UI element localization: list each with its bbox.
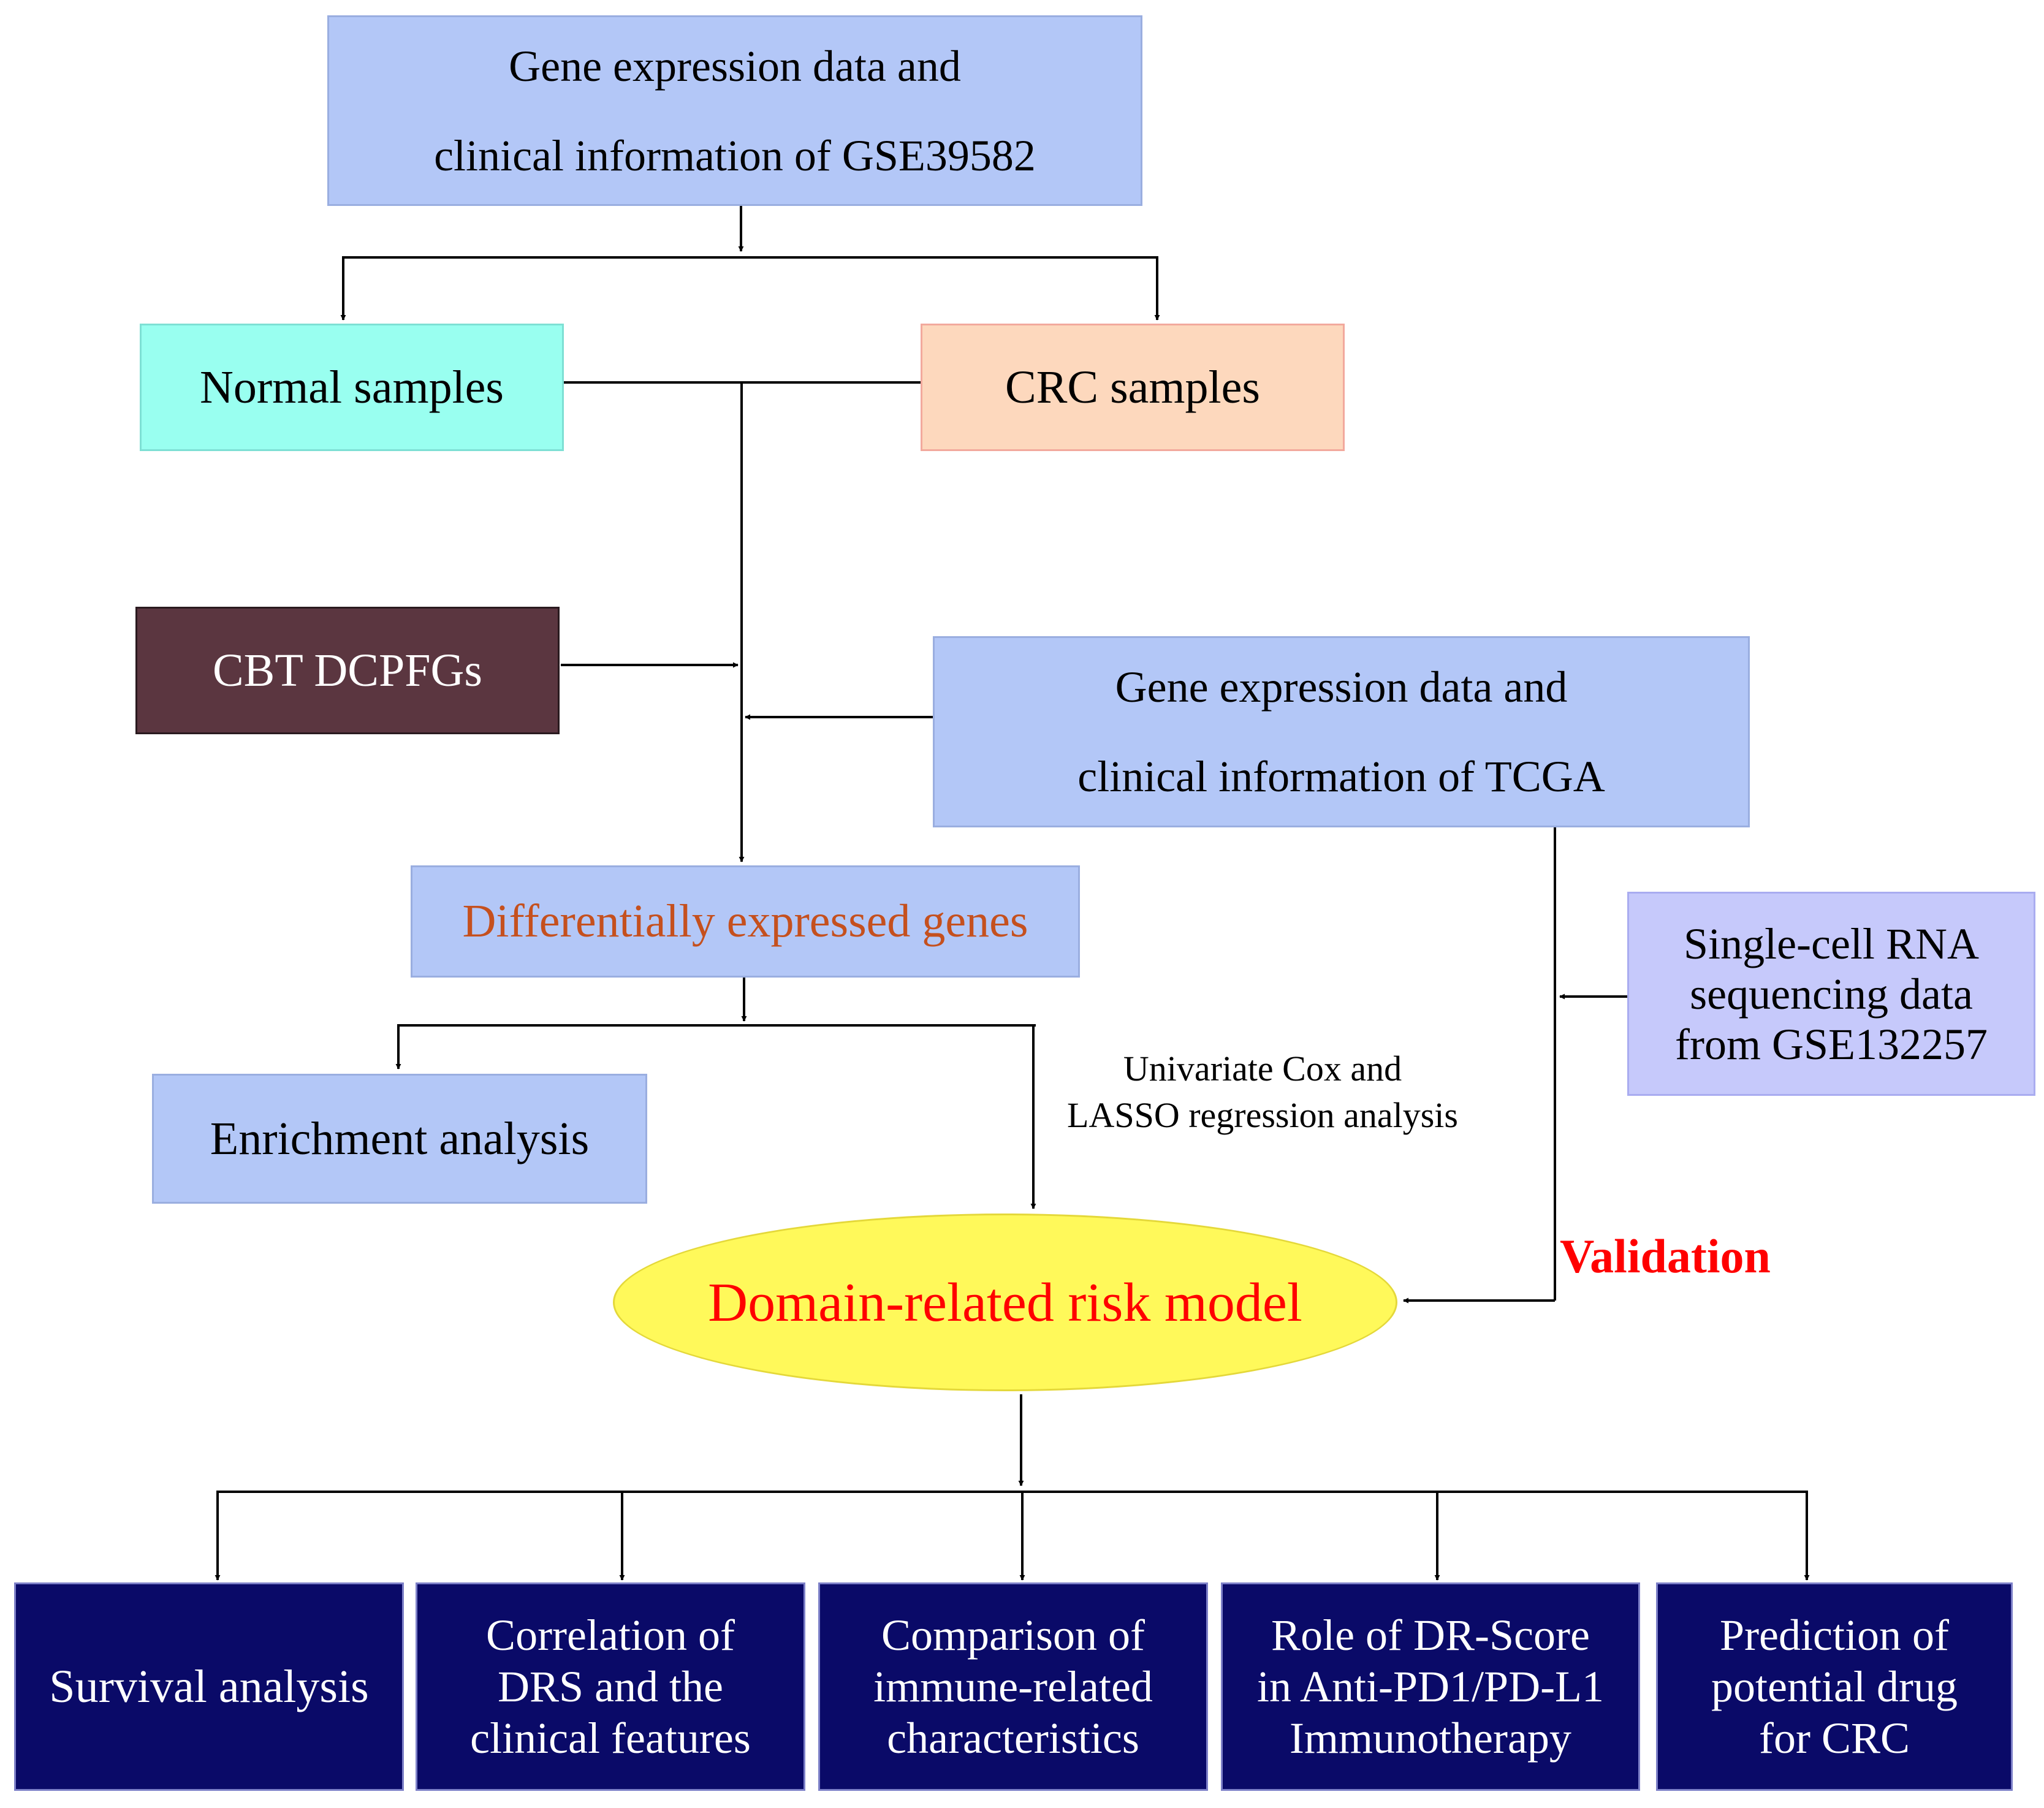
scrna-line-2: sequencing data xyxy=(1690,969,1973,1019)
enrichment-label: Enrichment analysis xyxy=(210,1112,590,1164)
output-2-line-3: clinical features xyxy=(470,1714,751,1763)
output-5-line-1: Prediction of xyxy=(1720,1611,1949,1660)
cox-lasso-line-2: LASSO regression analysis xyxy=(1067,1095,1458,1135)
gse39582-line-2: clinical information of GSE39582 xyxy=(434,131,1036,180)
output-2-line-1: Correlation of xyxy=(486,1611,735,1660)
output-drug-prediction: Prediction of potential drug for CRC xyxy=(1656,1582,2013,1791)
output-4-line-2: in Anti-PD1/PD-L1 xyxy=(1256,1662,1605,1711)
output-immune-comparison: Comparison of immune-related characteris… xyxy=(818,1582,1208,1791)
single-cell-rna-box: Single-cell RNA sequencing data from GSE… xyxy=(1627,892,2035,1096)
crc-samples-box: CRC samples xyxy=(921,324,1345,451)
gse39582-line-1: Gene expression data and xyxy=(509,41,961,91)
cox-lasso-line-1: Univariate Cox and xyxy=(1123,1049,1402,1088)
tcga-line-2: clinical information of TCGA xyxy=(1077,752,1605,801)
crc-samples-label: CRC samples xyxy=(1005,361,1260,413)
tcga-line-1: Gene expression data and xyxy=(1115,663,1568,712)
scrna-line-1: Single-cell RNA xyxy=(1684,919,1979,968)
cox-lasso-label: Univariate Cox and LASSO regression anal… xyxy=(1036,1046,1489,1139)
scrna-line-3: from GSE132257 xyxy=(1675,1019,1988,1069)
model-label: Domain-related risk model xyxy=(708,1272,1302,1333)
output-4-line-1: Role of DR-Score xyxy=(1271,1611,1590,1660)
output-3-line-2: immune-related xyxy=(873,1662,1153,1711)
differentially-expressed-genes-box: Differentially expressed genes xyxy=(411,865,1080,978)
cbt-dcpfgs-label: CBT DCPFGs xyxy=(212,644,482,696)
output-3-line-1: Comparison of xyxy=(881,1611,1145,1660)
normal-samples-label: Normal samples xyxy=(199,361,504,413)
output-correlation-drs: Correlation of DRS and the clinical feat… xyxy=(416,1582,805,1791)
output-dr-score-immunotherapy: Role of DR-Score in Anti-PD1/PD-L1 Immun… xyxy=(1221,1582,1640,1791)
tcga-data-box: Gene expression data and clinical inform… xyxy=(933,636,1750,827)
output-1-line-1: Survival analysis xyxy=(49,1661,369,1712)
output-5-line-2: potential drug xyxy=(1711,1662,1958,1711)
output-survival-analysis: Survival analysis xyxy=(14,1582,404,1791)
gse39582-data-box: Gene expression data and clinical inform… xyxy=(327,15,1142,206)
enrichment-analysis-box: Enrichment analysis xyxy=(152,1074,647,1204)
output-2-line-2: DRS and the xyxy=(498,1662,723,1711)
deg-label: Differentially expressed genes xyxy=(462,895,1028,947)
cbt-dcpfgs-box: CBT DCPFGs xyxy=(135,607,560,734)
output-4-line-3: Immunotherapy xyxy=(1290,1714,1571,1763)
domain-related-risk-model: Domain-related risk model xyxy=(613,1214,1397,1391)
output-5-line-3: for CRC xyxy=(1758,1714,1910,1763)
output-3-line-3: characteristics xyxy=(887,1714,1139,1763)
normal-samples-box: Normal samples xyxy=(140,324,564,451)
validation-label: Validation xyxy=(1560,1229,1771,1283)
